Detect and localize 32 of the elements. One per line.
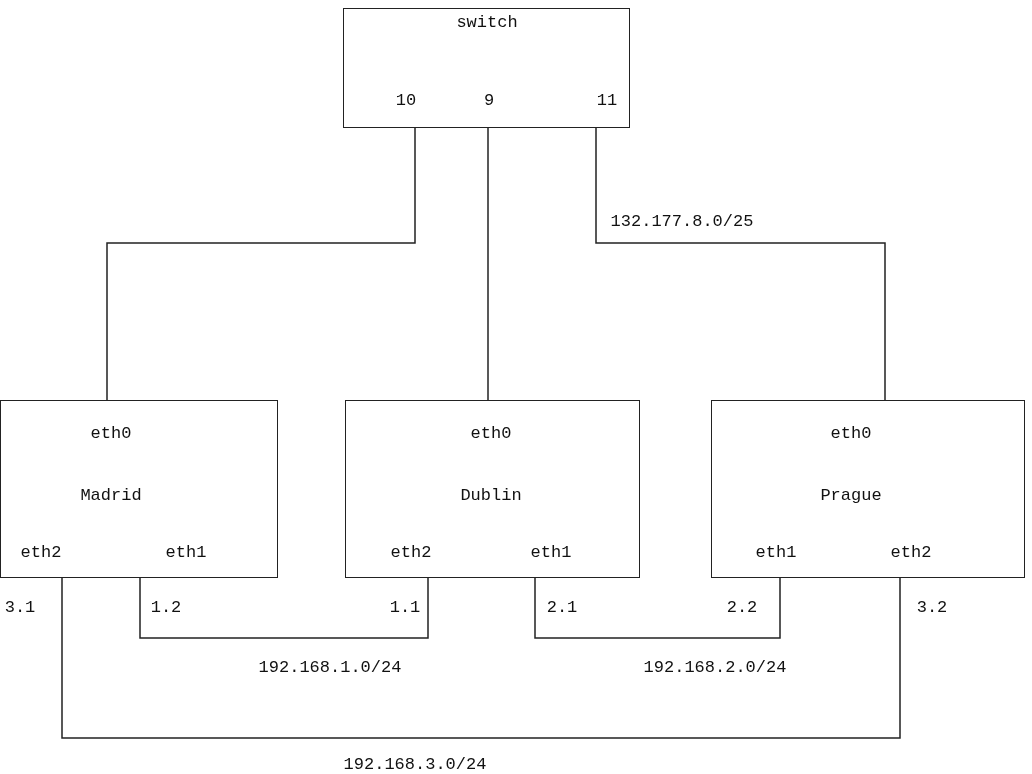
network-link: [487, 127, 489, 401]
router-name: Prague: [820, 485, 882, 507]
ip-address: 2.1: [546, 597, 578, 619]
interface-name: eth1: [755, 542, 797, 564]
port-number: 10: [395, 90, 417, 112]
interface-name: eth2: [390, 542, 432, 564]
ip-address: 3.1: [4, 597, 36, 619]
port-number: 9: [483, 90, 495, 112]
interface-name: eth2: [20, 542, 62, 564]
interface-name: eth1: [530, 542, 572, 564]
port-number: 11: [596, 90, 618, 112]
ip-address: 2.2: [726, 597, 758, 619]
subnet-link: [61, 577, 901, 739]
router-box: [711, 400, 1025, 578]
switch-box: [343, 8, 630, 128]
subnet-link: [534, 577, 781, 639]
ip-address: 1.1: [389, 597, 421, 619]
interface-name: eth1: [165, 542, 207, 564]
router-box: [345, 400, 640, 578]
router-name: Dublin: [460, 485, 522, 507]
interface-name: eth0: [90, 423, 132, 445]
network-link: [106, 127, 416, 401]
router-name: Madrid: [80, 485, 142, 507]
interface-name: eth2: [890, 542, 932, 564]
network-link: [595, 127, 886, 401]
ip-address: 1.2: [150, 597, 182, 619]
interface-name: eth0: [470, 423, 512, 445]
ip-address: 3.2: [916, 597, 948, 619]
subnet-link: [139, 577, 429, 639]
router-box: [0, 400, 278, 578]
device-name: switch: [456, 12, 518, 34]
interface-name: eth0: [830, 423, 872, 445]
